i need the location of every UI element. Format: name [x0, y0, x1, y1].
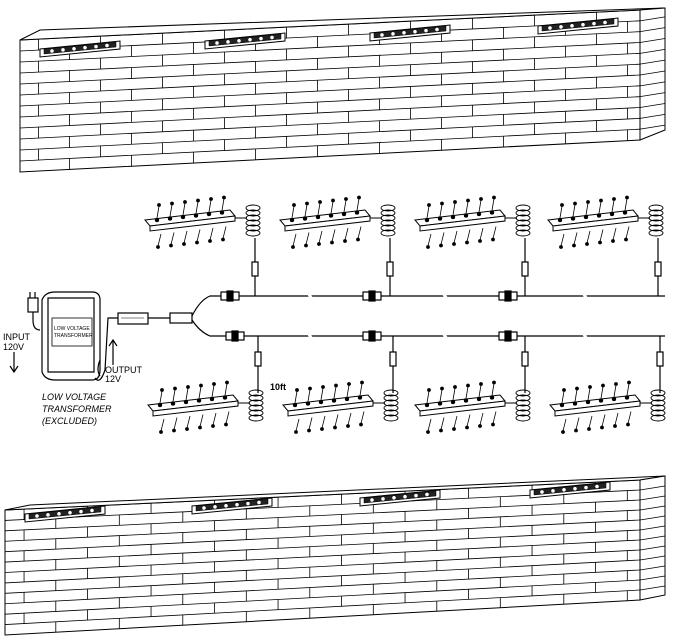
- light-bar-lower-2: [282, 380, 399, 434]
- light-bar-upper-2: [279, 195, 396, 249]
- wall-fixture-bottom-1: [24, 505, 106, 523]
- light-bar-upper-4: [547, 195, 664, 249]
- transformer-note-3: (EXCLUDED): [42, 416, 97, 426]
- light-bar-lower-1: [147, 380, 264, 434]
- wall-fixture-bottom-3: [359, 489, 441, 507]
- wall-fixture-top-2: [204, 32, 286, 50]
- wall-fixture-bottom-2: [191, 497, 273, 515]
- light-bar-lower-3: [414, 380, 531, 434]
- output-voltage: 12V: [105, 374, 121, 384]
- light-bar-upper-1: [144, 195, 261, 249]
- wall-fixture-top-4: [537, 17, 619, 35]
- fixtures-lower-row: [147, 380, 666, 434]
- transformer-note-2: TRANSFORMER: [42, 404, 112, 414]
- transformer-box-label-2: TRANSFORMER: [54, 333, 93, 339]
- light-bar-upper-3: [414, 195, 531, 249]
- transformer-note-1: LOW VOLTAGE: [42, 392, 107, 402]
- bottom-brick-wall: [4, 475, 666, 636]
- fixtures-upper-row: [144, 195, 664, 249]
- low-voltage-transformer: [9, 291, 149, 381]
- transformer-box-label-1: LOW VOLTAGE: [54, 326, 90, 332]
- wiring-harness: [148, 238, 665, 393]
- top-brick-wall: [19, 7, 666, 173]
- wall-fixture-top-1: [39, 40, 121, 58]
- input-voltage: 120V: [3, 342, 24, 352]
- wall-fixture-bottom-4: [529, 481, 611, 499]
- wall-fixture-top-3: [369, 24, 451, 42]
- output-label: OUTPUT: [105, 365, 143, 375]
- light-bar-lower-4: [549, 380, 666, 434]
- input-label: INPUT: [3, 332, 31, 342]
- cable-length-label: 10ft: [270, 382, 286, 392]
